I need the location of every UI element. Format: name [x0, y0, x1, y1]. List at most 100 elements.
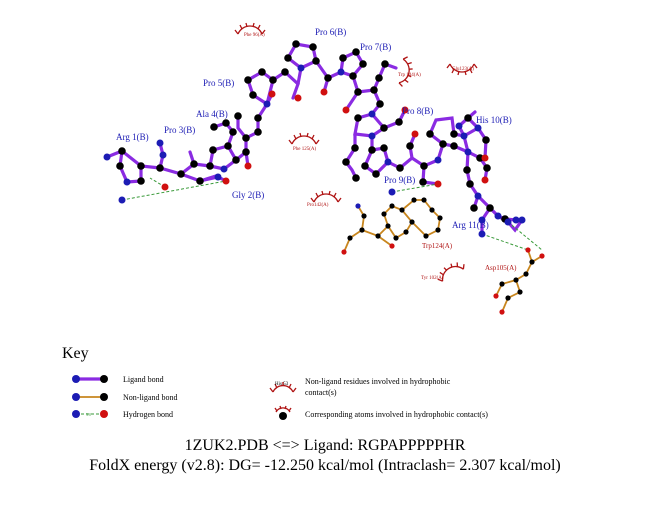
carbon-atom — [284, 54, 292, 62]
carbon-atom — [254, 114, 262, 122]
carbon-atom — [137, 177, 145, 185]
carbon-atom — [482, 136, 490, 144]
carbon-atom — [389, 203, 395, 209]
key-hbond-distance: 3.0 — [86, 412, 91, 417]
nitrogen-atom — [478, 230, 486, 238]
key: Key Ligand bond Non-ligand bond 3.0 Hydr… — [62, 345, 488, 420]
carbon-atom — [100, 375, 108, 383]
ligand-atoms — [103, 40, 526, 238]
ligand-bond — [465, 150, 480, 210]
key-hydrogen-bond-label: Hydrogen bond — [123, 410, 173, 419]
hydrogen-bond — [121, 180, 227, 201]
nitrogen-atom — [263, 100, 271, 108]
carbon-atom — [517, 289, 523, 295]
oxygen-atom — [401, 106, 409, 114]
carbon-atom — [359, 227, 365, 233]
hydrogen-bonds — [121, 177, 543, 251]
carbon-atom — [381, 60, 389, 68]
carbon-atom — [196, 177, 204, 185]
carbon-atom — [177, 170, 185, 178]
carbon-atom — [370, 86, 378, 94]
hydrophobic-arc — [288, 132, 320, 145]
oxygen-atom — [434, 180, 442, 188]
carbon-atom — [361, 213, 367, 219]
oxygen-atom — [342, 106, 350, 114]
residue-label-phe125: Phe 125(A) — [293, 147, 317, 152]
hydrophobic-arc — [234, 22, 266, 35]
carbon-atom — [499, 281, 505, 287]
carbon-atom — [309, 43, 317, 51]
hydrophobic-arc — [310, 190, 342, 203]
carbon-atom — [242, 134, 250, 142]
carbon-atom — [349, 72, 357, 80]
oxygen-atom — [493, 293, 499, 299]
nitrogen-atom — [220, 165, 228, 173]
carbon-atom — [190, 160, 198, 168]
carbon-atom — [463, 166, 471, 174]
carbon-atom — [352, 48, 360, 56]
residue-label-pro8: Pro 8(B) — [402, 106, 433, 116]
nitrogen-atom — [460, 132, 468, 140]
carbon-atom — [470, 204, 478, 212]
key-nonligand-hydrophobic-line1: Non-ligand residues involved in hydropho… — [305, 377, 451, 386]
nitrogen-atom — [512, 216, 520, 224]
hydrophobic-contacts — [234, 22, 478, 282]
oxygen-atom — [481, 176, 489, 184]
ligand-bond — [236, 114, 248, 154]
carbon-atom — [426, 130, 434, 138]
carbon-atom — [385, 223, 391, 229]
carbon-atom — [393, 235, 399, 241]
hydrophobic-arc — [446, 63, 478, 76]
carbon-atom — [156, 164, 164, 172]
carbon-atom — [137, 162, 145, 170]
nitrogen-atom — [214, 173, 222, 181]
carbon-atom — [437, 215, 443, 221]
residue-label-trp124: Trp124(A) — [422, 242, 453, 250]
oxygen-atom — [389, 243, 395, 249]
nitrogen-atom — [118, 196, 126, 204]
caption-line2: FoldX energy (v2.8): DG= -12.250 kcal/mo… — [89, 457, 560, 474]
key-ligand-bond-label: Ligand bond — [123, 375, 164, 384]
carbon-atom — [523, 271, 529, 277]
oxygen-atom — [244, 162, 252, 170]
ligand-bond — [363, 134, 390, 177]
nitrogen-atom — [494, 212, 502, 220]
carbon-atom — [380, 144, 388, 152]
carbon-atom — [210, 123, 218, 131]
carbon-atom — [381, 211, 387, 217]
nitrogen-atom — [474, 192, 482, 200]
nitrogen-atom — [434, 156, 442, 164]
nitrogen-atom — [123, 178, 131, 186]
residue-labels: Arg 1(B) Gly 2(B) Pro 3(B) Ala 4(B) Pro … — [116, 27, 517, 281]
oxygen-atom — [100, 410, 108, 418]
nitrogen-atom — [518, 216, 526, 224]
carbon-atom — [258, 68, 266, 76]
ligand-bond — [428, 116, 456, 146]
carbon-atom — [435, 227, 441, 233]
residue-label-pro5: Pro 5(B) — [203, 78, 234, 88]
nitrogen-atom — [384, 158, 392, 166]
ligand-bond — [386, 156, 440, 170]
key-corresponding-atoms-label: Corresponding atoms involved in hydropho… — [305, 410, 488, 419]
residue-label-arg1: Arg 1(B) — [116, 132, 149, 142]
carbon-atom — [324, 74, 332, 82]
hydrophobic-arc — [437, 262, 465, 282]
oxygen-atom — [161, 183, 169, 191]
carbon-atom — [292, 40, 300, 48]
carbon-atom — [116, 162, 124, 170]
nitrogen-atom — [504, 218, 512, 226]
carbon-atom — [361, 162, 369, 170]
carbon-atom — [513, 277, 519, 283]
carbon-atom — [403, 229, 409, 235]
residue-label-ala4: Ala 4(B) — [196, 109, 228, 119]
residue-label-pro6: Pro 6(B) — [315, 27, 346, 37]
nitrogen-atom — [464, 148, 472, 156]
ligand-bond — [212, 121, 235, 148]
key-nonligand-hydrophobic-line2: contact(s) — [305, 388, 337, 397]
residue-label-phe96: Phe 96(A) — [244, 33, 265, 38]
oxygen-atom — [222, 177, 230, 185]
carbon-atom — [224, 142, 232, 150]
nitrogen-atom — [355, 203, 361, 209]
carbon-atom — [399, 207, 405, 213]
